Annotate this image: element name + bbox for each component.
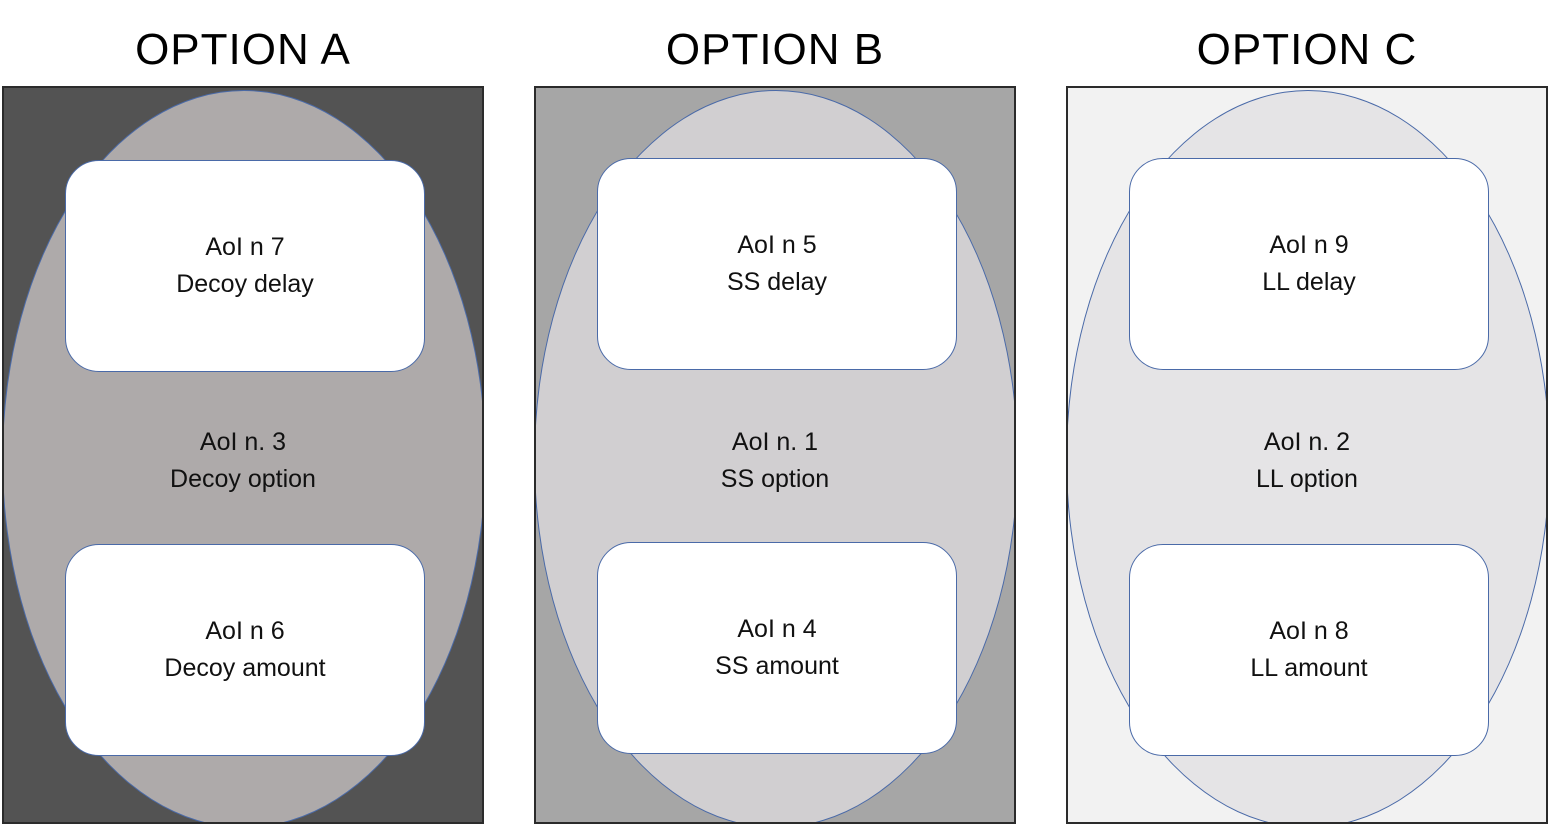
option-b-amount-box: AoI n 4 SS amount [597, 542, 957, 754]
option-c-amount-aoi-label: AoI n 8 [1269, 617, 1349, 645]
option-b-delay-box: AoI n 5 SS delay [597, 158, 957, 370]
option-c-center-label: AoI n. 2 LL option [1068, 424, 1546, 498]
option-c-panel: AoI n 9 LL delay AoI n. 2 LL option AoI … [1066, 86, 1548, 824]
option-c-title: OPTION C [1196, 25, 1418, 74]
option-c-option-text: LL option [1256, 465, 1358, 493]
option-c-amount-box: AoI n 8 LL amount [1129, 544, 1489, 756]
option-b-amount-text: SS amount [715, 652, 839, 680]
option-a-delay-box: AoI n 7 Decoy delay [65, 160, 425, 372]
option-a-delay-text: Decoy delay [176, 270, 314, 298]
option-c-option-aoi-label: AoI n. 2 [1263, 428, 1351, 456]
option-b-panel: AoI n 5 SS delay AoI n. 1 SS option AoI … [534, 86, 1016, 824]
option-c-delay-text: LL delay [1262, 268, 1356, 296]
option-a-panel: AoI n 7 Decoy delay AoI n. 3 Decoy optio… [2, 86, 484, 824]
option-b-option-aoi-label: AoI n. 1 [731, 428, 819, 456]
option-b-title: OPTION B [665, 25, 885, 74]
option-c-delay-box: AoI n 9 LL delay [1129, 158, 1489, 370]
option-a-option-aoi-label: AoI n. 3 [199, 428, 287, 456]
option-b-amount-aoi-label: AoI n 4 [737, 615, 817, 643]
option-c-delay-aoi-label: AoI n 9 [1269, 231, 1349, 259]
option-a-delay-aoi-label: AoI n 7 [205, 233, 285, 261]
option-a-title: OPTION A [135, 25, 351, 74]
option-b-delay-text: SS delay [726, 268, 828, 296]
option-a-center-label: AoI n. 3 Decoy option [4, 424, 482, 498]
option-c-amount-text: LL amount [1250, 654, 1368, 682]
option-b-center-label: AoI n. 1 SS option [536, 424, 1014, 498]
option-a-amount-text: Decoy amount [164, 654, 326, 682]
option-a-amount-aoi-label: AoI n 6 [205, 617, 285, 645]
option-a-amount-box: AoI n 6 Decoy amount [65, 544, 425, 756]
option-b-option-text: SS option [720, 465, 830, 493]
option-b-delay-aoi-label: AoI n 5 [737, 231, 817, 259]
option-a-option-text: Decoy option [170, 465, 316, 493]
